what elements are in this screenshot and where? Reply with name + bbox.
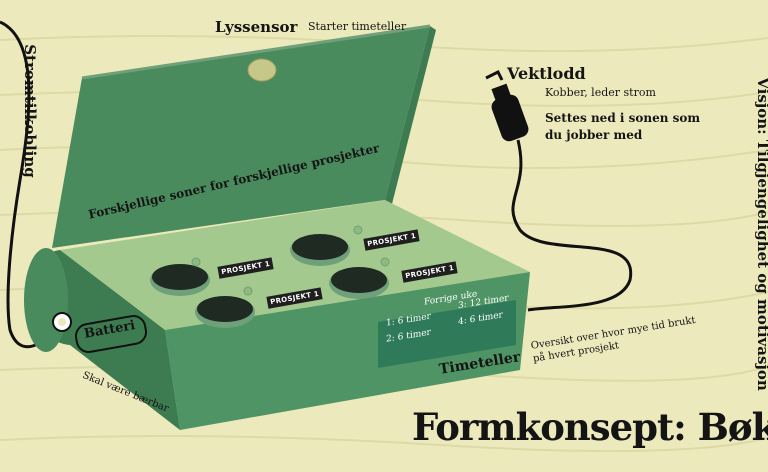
light-sensor-icon [247,58,277,82]
box-left-cap [24,248,68,352]
weight-cable [511,139,633,312]
box-front [165,272,530,430]
lid-highlight [81,24,431,80]
zone-3 [329,267,389,299]
display-panel [378,300,516,368]
light-sensor-label: Lyssensor [215,18,298,36]
concept-title: Formkonsept: Bøker [412,405,768,449]
light-sensor-note: Starter timeteller [308,20,407,33]
zone-2 [290,234,350,266]
weight-usage-note: Settes ned i sonen som du jobber med [545,111,701,142]
display-entry-1: 1: 6 timer [386,311,431,329]
vision-label: Visjon: Tilgjengelighet og motivasjon [754,77,768,391]
indicator-dots [191,225,390,296]
display-entry-4: 4: 6 timer [458,310,503,328]
zone-4 [195,296,255,328]
weight-material-note: Kobber, leder strom [545,86,656,99]
power-connection-label: Stromtilkobling [21,44,39,178]
display-entry-2: 2: 6 timer [386,327,431,345]
power-cable [0,20,62,349]
lid-inner [52,26,430,248]
weight-label: Vektlodd [507,64,586,83]
power-port-center [58,318,66,326]
zone-1 [150,264,210,296]
box-left-end [31,250,181,430]
lid-edge [385,26,436,204]
battery-badge [75,315,147,353]
copper-weight-icon [485,69,529,142]
